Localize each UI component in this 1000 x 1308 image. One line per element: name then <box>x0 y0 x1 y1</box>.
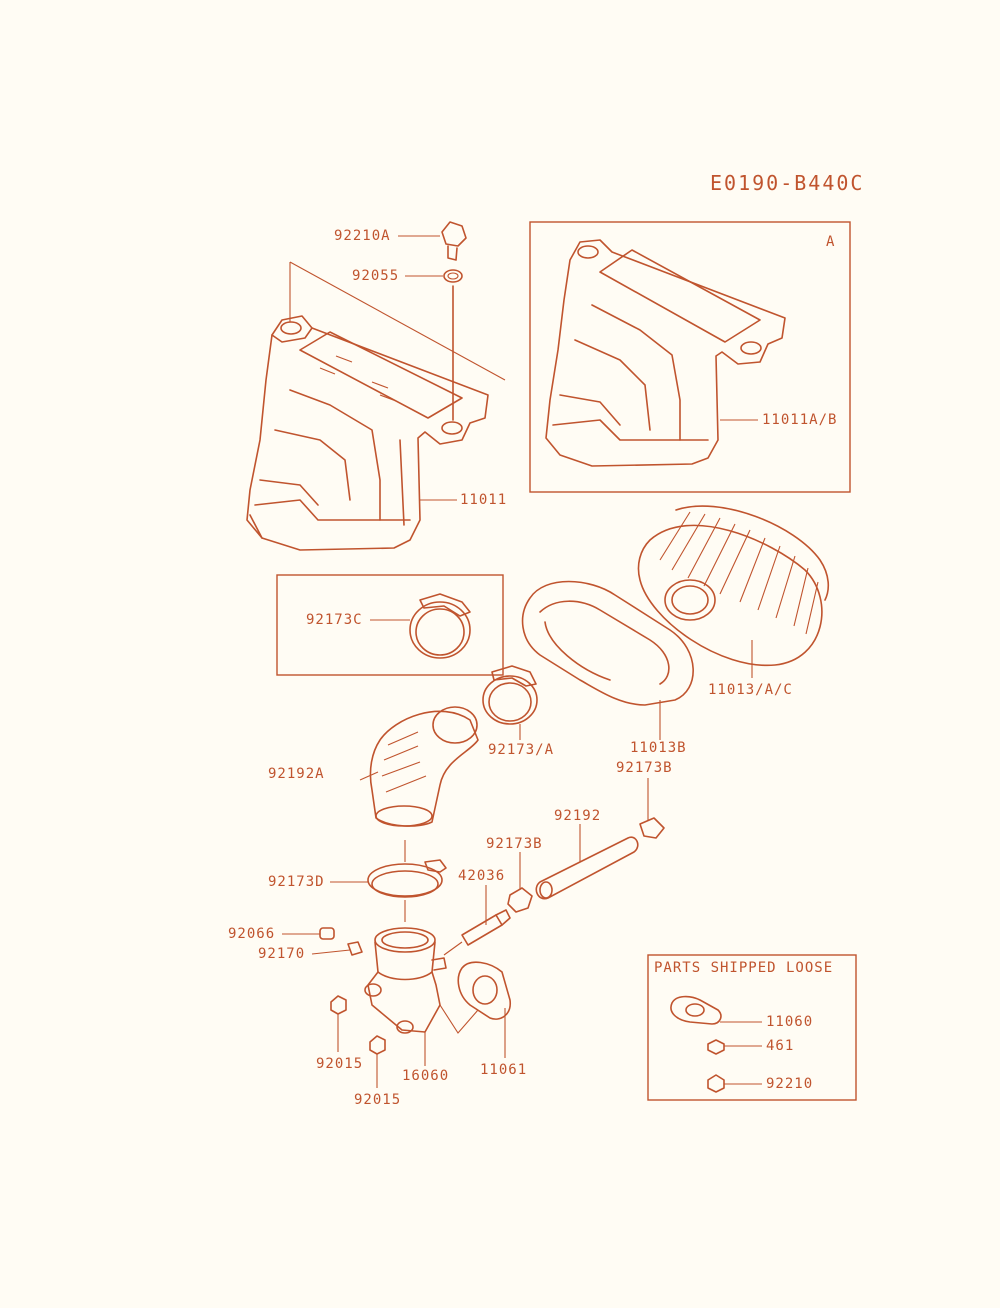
diagram-code: E0190-B440C <box>710 171 865 195</box>
gasket-11060 <box>670 995 722 1025</box>
inset-a-label: A <box>826 234 836 250</box>
leader-lines <box>282 235 762 1088</box>
callout-92015-a: 92015 <box>316 1056 364 1072</box>
callout-92066: 92066 <box>228 926 276 942</box>
hose-92192 <box>535 836 639 900</box>
callout-92192a: 92192A <box>268 766 325 782</box>
nut-92015-a <box>330 995 347 1015</box>
callout-11011ab: 11011A/B <box>762 412 838 428</box>
washer-461 <box>707 1039 725 1055</box>
tube-42036 <box>461 909 511 946</box>
callout-42036: 42036 <box>458 868 506 884</box>
callout-92173b-top: 92173B <box>616 760 673 776</box>
clamp-92173d <box>367 859 447 898</box>
pre-cleaner-11013b <box>521 580 694 706</box>
callout-11061: 11061 <box>480 1062 528 1078</box>
intake-pipe-16060 <box>364 927 447 1034</box>
nut-92015-b <box>369 1035 386 1055</box>
callout-92170: 92170 <box>258 946 306 962</box>
loose-box-title: PARTS SHIPPED LOOSE <box>654 960 834 976</box>
callout-92173a: 92173/A <box>488 742 555 758</box>
intake-hose-92192a <box>369 706 479 827</box>
callout-11013b: 11013B <box>630 740 687 756</box>
callout-11011: 11011 <box>460 492 508 508</box>
loose-parts-box <box>647 954 857 1101</box>
clamp-box-92173c <box>276 574 504 676</box>
clamp-92173c <box>409 593 471 659</box>
air-cleaner-housing-11011ab <box>545 239 786 467</box>
callout-92192: 92192 <box>554 808 602 824</box>
nut-92210 <box>707 1074 725 1093</box>
inset-box-a <box>529 221 851 493</box>
gasket-11061 <box>457 961 511 1020</box>
callout-92173c: 92173C <box>306 612 363 628</box>
callout-92055: 92055 <box>352 268 400 284</box>
air-filter-element-11013 <box>637 505 830 667</box>
callout-11060: 11060 <box>766 1014 814 1030</box>
clamp-92173a <box>482 665 538 725</box>
o-ring-92055 <box>443 269 463 283</box>
clamp-92173b-mid <box>507 887 533 913</box>
callout-461: 461 <box>766 1038 795 1054</box>
callout-11013ac: 11013/A/C <box>708 682 793 698</box>
plug-92066 <box>319 927 335 940</box>
housing-cap-92210a <box>441 221 467 261</box>
callout-92173b-mid: 92173B <box>486 836 543 852</box>
callout-16060: 16060 <box>402 1068 450 1084</box>
callout-92210: 92210 <box>766 1076 814 1092</box>
callout-92173d: 92173D <box>268 874 325 890</box>
air-cleaner-housing-11011 <box>246 315 489 551</box>
callout-92015-b: 92015 <box>354 1092 402 1108</box>
nipple-92170 <box>347 941 363 956</box>
callout-92210a: 92210A <box>334 228 391 244</box>
clamp-92173b-top <box>639 817 665 839</box>
